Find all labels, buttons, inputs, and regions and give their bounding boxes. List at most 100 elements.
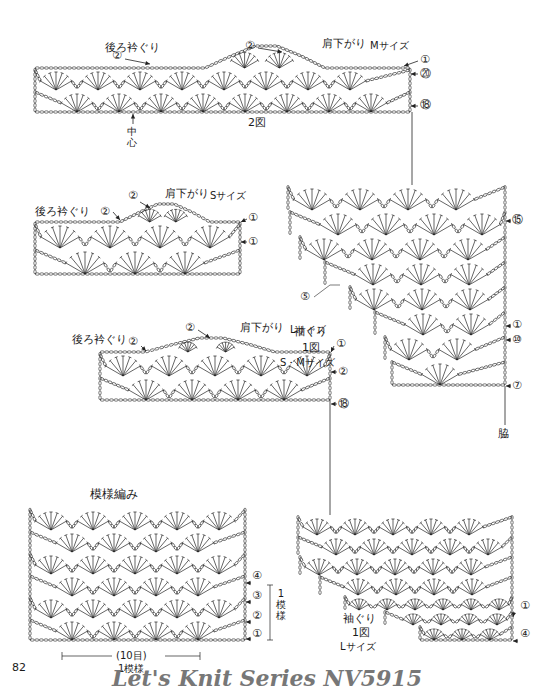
stitch-line — [204, 384, 206, 386]
chain-stitch — [187, 67, 191, 69]
stitch-line — [277, 381, 284, 400]
stitch-line — [488, 215, 491, 216]
chain-stitch — [34, 77, 36, 81]
chain-stitch — [483, 193, 488, 197]
stitch-line — [342, 200, 360, 211]
chain-stitch — [81, 67, 85, 69]
chain-stitch — [109, 267, 113, 272]
chain-stitch — [77, 67, 81, 69]
stitch-line — [350, 81, 366, 90]
chain-stitch — [29, 570, 31, 574]
chain-stitch — [283, 370, 287, 375]
stitch-line — [481, 268, 483, 270]
chain-stitch — [178, 67, 182, 69]
chain-stitch — [324, 270, 326, 274]
stitch-line — [359, 244, 372, 260]
chain-stitch — [396, 67, 400, 69]
stitch-line — [427, 265, 430, 266]
stitch-line — [77, 564, 79, 567]
stitch-line — [211, 513, 214, 514]
chain-stitch — [253, 344, 258, 347]
stitch-line — [229, 73, 232, 74]
stitch-line — [229, 102, 231, 105]
stitch-line — [311, 244, 324, 260]
chain-stitch — [379, 76, 384, 79]
stitch-line — [285, 94, 288, 95]
chain-stitch — [301, 55, 306, 59]
stitch-line — [238, 381, 245, 400]
stitch-line — [115, 357, 118, 358]
stitch-line — [166, 80, 168, 83]
stitch-line — [129, 390, 146, 400]
chain-stitch — [140, 366, 144, 371]
stitch-line — [72, 535, 78, 552]
chain-stitch — [239, 261, 241, 265]
stitch-line — [190, 236, 192, 239]
chain-stitch — [100, 102, 104, 107]
stitch-line — [258, 73, 261, 74]
stitch-line — [468, 193, 470, 195]
stitch-line — [451, 275, 469, 286]
chain-stitch — [504, 355, 506, 359]
chain-stitch — [159, 67, 163, 69]
chain-stitch — [108, 273, 112, 275]
stitch-line — [329, 94, 330, 112]
chain-stitch — [136, 111, 140, 113]
stitch-line — [102, 538, 114, 552]
stitch-line — [166, 263, 185, 274]
stitch-line — [91, 556, 94, 557]
chain-stitch — [313, 61, 318, 65]
chain-stitch — [84, 241, 88, 246]
chain-stitch — [184, 241, 188, 246]
stitch-line — [358, 97, 360, 99]
chain-stitch — [236, 223, 241, 228]
chain-stitch — [257, 399, 261, 401]
chain-stitch — [287, 200, 289, 204]
chain-stitch — [445, 303, 449, 308]
chain-stitch — [244, 535, 246, 539]
stitch-line — [361, 294, 374, 310]
stitch-line — [372, 289, 375, 290]
stitch-line — [284, 385, 297, 400]
chain-stitch — [105, 399, 109, 401]
chain-stitch — [47, 538, 52, 542]
chain-stitch — [244, 342, 249, 345]
chain-stitch — [478, 384, 482, 386]
chain-stitch — [97, 221, 101, 223]
stitch-line — [469, 275, 487, 286]
stitch-line — [275, 98, 287, 112]
stitch-line — [123, 560, 135, 574]
chain-stitch — [328, 111, 332, 113]
stitch-line — [243, 381, 246, 382]
chain-stitch — [119, 399, 123, 401]
chain-stitch — [219, 221, 223, 223]
chain-stitch — [35, 249, 40, 253]
stitch-line — [372, 250, 390, 261]
stitch-line — [315, 240, 318, 241]
stitch-line — [187, 515, 189, 517]
stitch-line — [119, 95, 125, 112]
chain-stitch — [475, 347, 480, 351]
stitch-line — [95, 230, 97, 232]
stitch-line — [467, 218, 469, 220]
arrow-head — [331, 370, 336, 374]
stitch-line — [423, 325, 441, 336]
chain-stitch — [378, 111, 382, 113]
stitch-line — [179, 346, 181, 349]
chain-stitch — [197, 399, 201, 401]
chain-stitch — [229, 399, 233, 401]
stitch-line — [448, 340, 451, 341]
stitch-line — [179, 210, 182, 211]
chain-stitch — [504, 280, 506, 284]
stitch-line — [276, 381, 279, 382]
stitch-line — [174, 209, 177, 210]
chain-stitch — [100, 377, 105, 381]
chain-stitch — [218, 111, 222, 113]
stitch-line — [133, 556, 136, 557]
chain-stitch — [131, 273, 135, 275]
stitch-line — [219, 521, 235, 530]
chain-stitch — [222, 254, 227, 258]
chain-stitch — [49, 221, 53, 223]
stitch-line — [457, 294, 470, 310]
stitch-line — [224, 513, 227, 514]
